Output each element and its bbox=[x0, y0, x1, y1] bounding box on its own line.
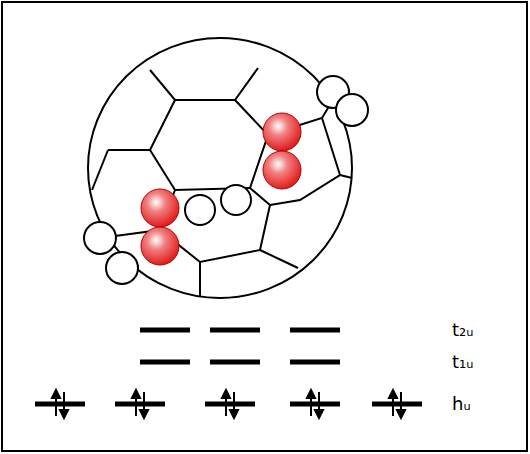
bonded-atom bbox=[141, 113, 301, 265]
carbon-atom bbox=[84, 76, 368, 284]
electron-pair bbox=[52, 390, 405, 418]
fullerene-cage bbox=[88, 38, 352, 298]
orbital-label: t₂ᵤ bbox=[452, 321, 474, 339]
orbital-label: t₁ᵤ bbox=[452, 353, 474, 371]
energy-level bbox=[35, 330, 422, 404]
frame-border bbox=[2, 2, 527, 451]
orbital-label: hᵤ bbox=[452, 395, 471, 413]
